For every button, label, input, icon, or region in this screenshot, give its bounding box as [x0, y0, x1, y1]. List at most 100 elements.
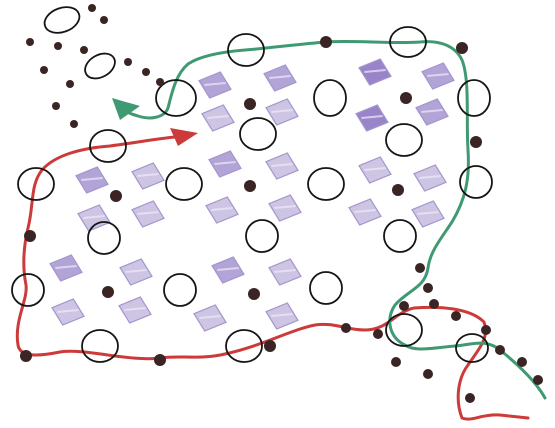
petal-hatch [354, 209, 376, 213]
open-circle-icon [307, 167, 345, 201]
filled-dot-icon [70, 120, 78, 128]
open-circle-icon [385, 123, 423, 157]
open-circle-icon [89, 129, 127, 163]
filled-dot-icon [66, 80, 74, 88]
filled-dot-icon [40, 66, 48, 74]
filled-dot-icon [517, 357, 527, 367]
filled-dot-icon [423, 369, 433, 379]
filled-dot-icon [341, 323, 351, 333]
filled-dot-icon [100, 16, 108, 24]
green-arrow-head-icon [112, 98, 140, 120]
filled-dot-icon [533, 375, 543, 385]
open-circle-icon [81, 329, 119, 363]
filled-dot-icon [124, 58, 132, 66]
filled-dot-icon [244, 98, 256, 110]
filled-dot-icon [26, 38, 34, 46]
petal-hatch [364, 167, 386, 171]
filled-dot-icon [20, 350, 32, 362]
open-circle-icon [457, 79, 491, 117]
open-circle-icon [43, 6, 81, 34]
filled-dot-icon [391, 357, 401, 367]
petal-hatch [124, 307, 146, 311]
petal-hatch [199, 315, 221, 319]
open-circle-icon [385, 313, 423, 347]
filled-dot-icon [264, 340, 276, 352]
petal-hatch [271, 163, 293, 167]
petal-hatch [274, 205, 296, 209]
filled-dot-icon [392, 184, 404, 196]
filled-dot-layer [20, 4, 543, 403]
filled-dot-icon [415, 263, 425, 273]
petal-hatch [269, 75, 291, 79]
filled-dot-icon [423, 283, 433, 293]
filled-dot-icon [481, 325, 491, 335]
filled-dot-icon [88, 4, 96, 12]
petal-hatch [364, 69, 386, 73]
filled-dot-icon [102, 286, 114, 298]
open-circle-icon [84, 52, 116, 80]
petal-hatch [57, 309, 79, 313]
open-circle-icon [459, 165, 493, 199]
filled-dot-icon [429, 299, 439, 309]
petal-hatch [271, 109, 293, 113]
petal-layer [49, 58, 455, 332]
filled-dot-icon [320, 36, 332, 48]
open-circle-icon [227, 33, 265, 67]
petal-hatch [427, 73, 449, 77]
filled-dot-icon [156, 78, 164, 86]
petal-hatch [217, 267, 239, 271]
open-circle-icon [225, 329, 263, 363]
petal-hatch [83, 215, 105, 219]
filled-dot-icon [451, 311, 461, 321]
red-arrow-head-icon [170, 128, 198, 146]
petal-hatch [207, 115, 229, 119]
petal-hatch [211, 207, 233, 211]
filled-dot-icon [24, 230, 36, 242]
open-circle-icon [389, 26, 427, 58]
open-circle-icon [455, 333, 489, 363]
open-circle-layer [11, 6, 493, 363]
open-circle-icon [309, 271, 343, 305]
open-circle-icon [163, 273, 197, 307]
filled-dot-icon [110, 190, 122, 202]
open-circle-icon [17, 167, 55, 201]
filled-dot-icon [465, 393, 475, 403]
filled-dot-icon [373, 329, 383, 339]
filled-dot-icon [142, 68, 150, 76]
open-circle-icon [165, 167, 203, 201]
petal-hatch [214, 161, 236, 165]
open-circle-icon [155, 79, 197, 117]
filled-dot-icon [248, 288, 260, 300]
petal-hatch [137, 173, 159, 177]
open-circle-icon [313, 79, 347, 117]
green-working-line [114, 39, 547, 400]
filled-dot-icon [154, 354, 166, 366]
petal-hatch [361, 115, 383, 119]
filled-dot-icon [399, 301, 409, 311]
open-circle-icon [87, 221, 121, 255]
petal-hatch [81, 177, 103, 181]
petal-hatch [271, 313, 293, 317]
filled-dot-icon [52, 102, 60, 110]
filled-dot-icon [495, 345, 505, 355]
petal-hatch [137, 211, 159, 215]
petal-hatch [125, 269, 147, 273]
filled-dot-icon [80, 46, 88, 54]
filled-dot-icon [456, 42, 468, 54]
filled-dot-icon [54, 42, 62, 50]
open-circle-icon [383, 219, 417, 253]
open-circle-icon [11, 273, 45, 307]
petal-hatch [55, 265, 77, 269]
filled-dot-icon [244, 180, 256, 192]
petal-hatch [274, 269, 296, 273]
filled-dot-icon [470, 136, 482, 148]
petal-hatch [204, 82, 226, 86]
petal-hatch [419, 175, 441, 179]
open-circle-icon [239, 117, 277, 151]
open-circle-icon [245, 219, 279, 253]
filled-dot-icon [400, 92, 412, 104]
petal-hatch [417, 211, 439, 215]
petal-hatch [421, 109, 443, 113]
